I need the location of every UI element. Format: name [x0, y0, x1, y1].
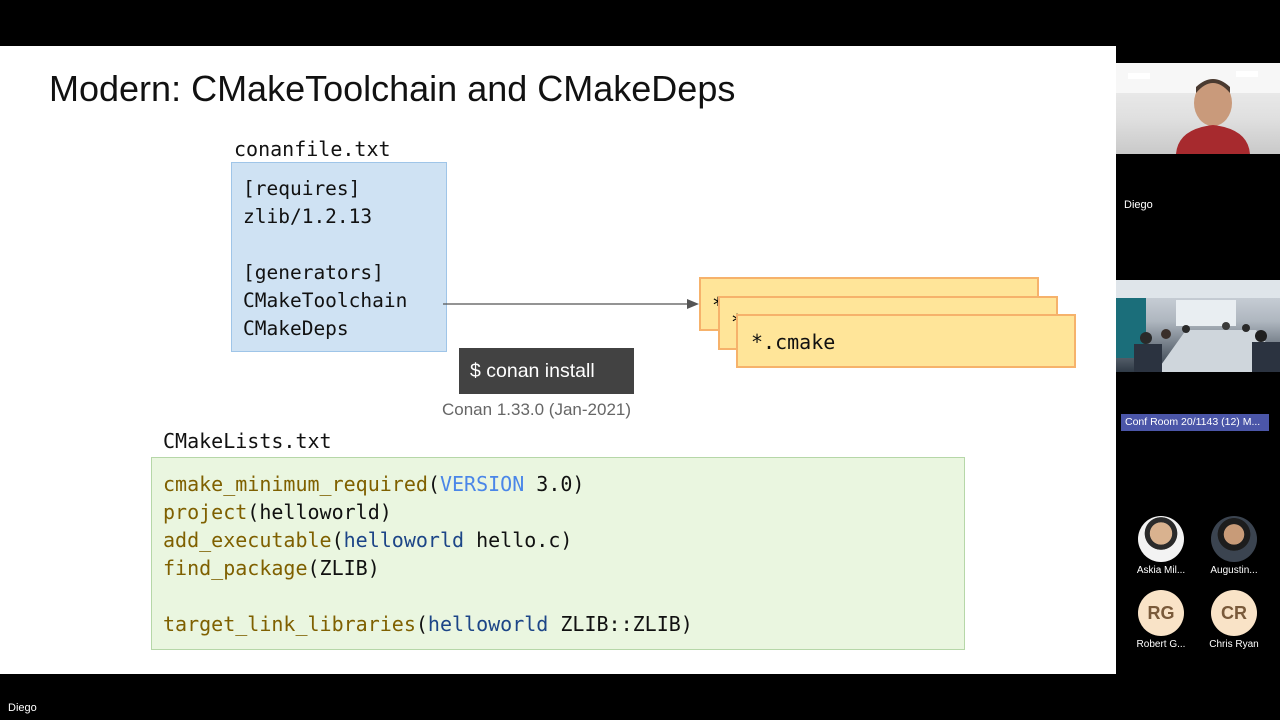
avatar [1138, 516, 1184, 562]
code-line: cmake_minimum_required(VERSION 3.0) [163, 470, 964, 498]
conan-version-caption: Conan 1.33.0 (Jan-2021) [442, 400, 632, 419]
code-function: target_link_libraries [163, 612, 416, 636]
code-function: cmake_minimum_required [163, 472, 428, 496]
conanfile-line: [generators] [243, 261, 384, 284]
code-args: (helloworld) [247, 500, 392, 524]
participant-tile[interactable]: Augustin... [1196, 516, 1272, 576]
conan-install-command: $ conan install [459, 348, 634, 394]
cmakelists-label: CMakeLists.txt [163, 429, 332, 453]
code-function: project [163, 500, 248, 524]
conanfile-line: [requires] [243, 177, 361, 200]
participant-name: Chris Ryan [1209, 639, 1259, 650]
code-function: add_executable [163, 528, 332, 552]
code-target: helloworld [427, 612, 549, 636]
avatar-initials: CR [1211, 590, 1257, 636]
code-target: helloworld [343, 528, 465, 552]
code-line: target_link_libraries(helloworld ZLIB::Z… [163, 610, 964, 638]
cmake-file-box-front: *.cmake [736, 314, 1076, 368]
presenter-figure [1116, 63, 1280, 154]
code-paren: ( [427, 472, 440, 496]
conanfile-label: conanfile.txt [234, 137, 391, 161]
cmakelists-code-box: cmake_minimum_required(VERSION 3.0) proj… [151, 457, 965, 650]
code-function: find_package [163, 556, 308, 580]
conference-room-name: Conf Room 20/1143 (12) M... [1121, 414, 1269, 431]
code-args: 3.0) [524, 472, 585, 496]
code-args: (ZLIB) [307, 556, 380, 580]
presenter-video[interactable] [1116, 63, 1280, 154]
participant-tile[interactable]: RG Robert G... [1123, 590, 1199, 650]
code-paren: ( [331, 528, 344, 552]
participant-name: Robert G... [1136, 639, 1186, 650]
active-speaker-name: Diego [8, 702, 37, 714]
conanfile-line: zlib/1.2.13 [243, 205, 373, 228]
slide-title: Modern: CMakeToolchain and CMakeDeps [49, 68, 736, 109]
code-keyword: VERSION [439, 472, 525, 496]
code-paren: ( [415, 612, 428, 636]
cmake-file-label-front: *.cmake [751, 330, 836, 354]
avatar-initials: RG [1138, 590, 1184, 636]
participant-name: Augustin... [1210, 565, 1258, 576]
conanfile-code-box: [requires] zlib/1.2.13 [generators] CMak… [231, 162, 447, 352]
code-line: project(helloworld) [163, 498, 964, 526]
avatar [1211, 516, 1257, 562]
generator-arrow [443, 299, 699, 309]
code-line-blank [163, 582, 964, 610]
participant-tile[interactable]: Askia Mil... [1123, 516, 1199, 576]
conference-room-video[interactable] [1116, 280, 1280, 372]
conanfile-line [243, 231, 446, 259]
code-line: find_package(ZLIB) [163, 554, 964, 582]
presenter-video-name: Diego [1124, 199, 1153, 211]
participant-tile[interactable]: CR Chris Ryan [1196, 590, 1272, 650]
conference-room-scene [1116, 280, 1280, 372]
presentation-slide: Modern: CMakeToolchain and CMakeDeps con… [0, 46, 1116, 674]
code-args: hello.c) [464, 528, 573, 552]
participant-name: Askia Mil... [1136, 565, 1186, 576]
code-line: add_executable(helloworld hello.c) [163, 526, 964, 554]
conanfile-line: CMakeToolchain [243, 289, 408, 312]
conanfile-line: CMakeDeps [243, 317, 349, 340]
code-args: ZLIB::ZLIB) [548, 612, 693, 636]
